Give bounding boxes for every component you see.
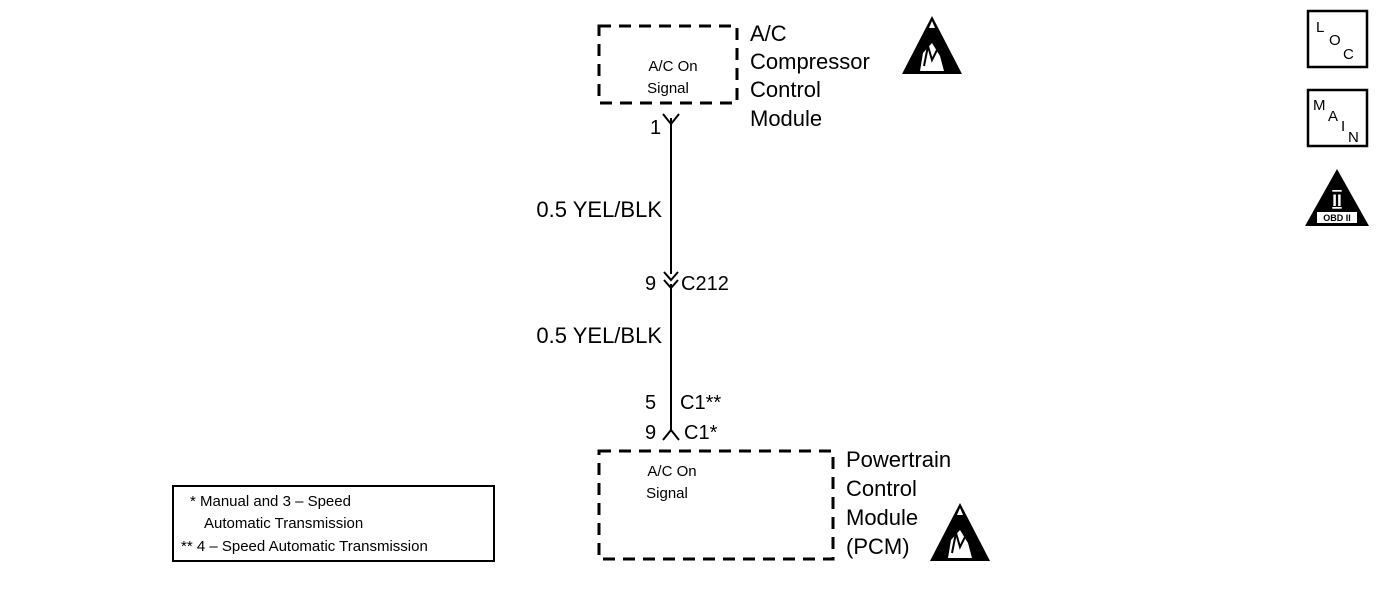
ac-module-name-line-3: Control	[750, 77, 821, 102]
esd-warning-icon	[902, 16, 962, 74]
pcm-name-line-4: (PCM)	[846, 534, 910, 559]
ac-module-signal-line-2: Signal	[647, 80, 689, 97]
main-letter-m: M	[1313, 97, 1326, 114]
obd-ii-symbol: II	[1332, 191, 1341, 210]
loc-letter-c: C	[1343, 46, 1354, 63]
pcm-name-line-1: Powertrain	[846, 447, 951, 472]
legend-box	[172, 485, 495, 562]
c1-star-pin: 9	[645, 422, 656, 444]
ac-module-signal-line-1: A/C On	[648, 58, 697, 75]
ac-module-name-line-4: Module	[750, 106, 822, 131]
legend-line-1: * Manual and 3 – Speed	[190, 493, 351, 510]
loc-letter-l: L	[1316, 19, 1324, 36]
c212-connector-symbol	[663, 271, 679, 290]
obd-ii-icon[interactable]: II OBD II	[1305, 169, 1369, 226]
pcm-signal-line-1: A/C On	[647, 463, 696, 480]
legend-line-2: Automatic Transmission	[204, 515, 363, 532]
pcm-connector-symbol	[662, 428, 680, 441]
c212-pin-number: 9	[645, 273, 656, 295]
pcm-name-line-3: Module	[846, 505, 918, 530]
esd-warning-icon	[930, 503, 990, 561]
ac-compressor-control-module: A/C On Signal A/C Compressor Control Mod…	[597, 21, 870, 131]
powertrain-control-module: A/C On Signal Powertrain Control Module …	[597, 447, 951, 561]
main-letter-i: I	[1341, 118, 1345, 135]
ac-module-dashed-box	[597, 24, 739, 105]
transmission-legend: * Manual and 3 – Speed Automatic Transmi…	[172, 485, 495, 562]
c212-connector-name: C212	[681, 273, 729, 295]
obd-ii-label: OBD II	[1323, 213, 1351, 223]
c1-double-star-name: C1**	[680, 392, 721, 414]
main-letter-a: A	[1328, 108, 1338, 125]
pcm-signal-line-2: Signal	[646, 485, 688, 502]
pcm-dashed-box	[597, 449, 835, 561]
main-icon[interactable]: M A I N	[1306, 88, 1369, 148]
ac-module-name-line-2: Compressor	[750, 49, 870, 74]
wire-lower-label: 0.5 YEL/BLK	[536, 323, 662, 348]
legend-line-3: ** 4 – Speed Automatic Transmission	[181, 538, 428, 555]
ac-module-name-line-1: A/C	[750, 21, 787, 46]
top-module-pin-number: 1	[650, 117, 661, 139]
loc-letter-o: O	[1329, 32, 1341, 49]
main-letter-n: N	[1348, 129, 1359, 146]
c1-star-name: C1*	[684, 422, 718, 444]
c1-double-star-pin: 5	[645, 392, 656, 414]
pcm-name-line-2: Control	[846, 476, 917, 501]
wire-upper-label: 0.5 YEL/BLK	[536, 197, 662, 222]
loc-icon[interactable]: L O C	[1306, 9, 1369, 69]
pin-1-connector-symbol	[662, 113, 680, 126]
